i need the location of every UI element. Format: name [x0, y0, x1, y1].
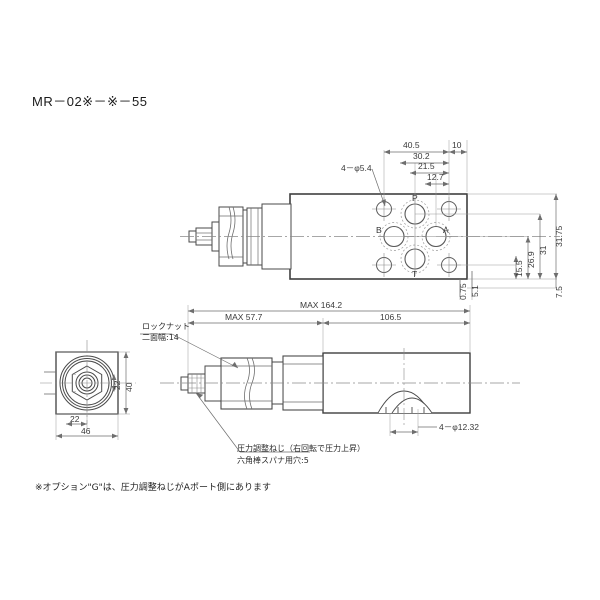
- callout-mounting-holes: 4－φ5.4: [341, 163, 372, 173]
- port-label-p: P: [412, 193, 418, 203]
- port-label-b: B: [376, 225, 382, 235]
- dim-end-46: 46: [81, 426, 91, 436]
- label-locknut-line2: 二面幅:14: [142, 333, 179, 342]
- dim-body-length: 106.5: [380, 312, 402, 322]
- dim-10: 10: [452, 140, 462, 150]
- page-title: MR－02※－※－55: [32, 94, 148, 109]
- port-label-t: T: [412, 269, 418, 279]
- note-adjust-line1: 圧力調整ねじ（右回転で圧力上昇）: [237, 444, 365, 453]
- dim-12-7: 12.7: [427, 172, 444, 182]
- dim-max-overall: MAX 164.2: [300, 300, 343, 310]
- dim-end-22-width: 22: [70, 414, 80, 424]
- dim-max-front: MAX 57.7: [225, 312, 263, 322]
- dim-30-2: 30.2: [413, 151, 430, 161]
- footnote: ※オプション"G"は、圧力調整ねじがAポート側にあります: [35, 483, 271, 493]
- dim-end-22-height: 22: [112, 380, 122, 390]
- label-locknut-line1: ロックナット: [142, 322, 190, 331]
- dim-21-5: 21.5: [418, 161, 435, 171]
- note-adjust-line2: 六角棒スパナ用穴:5: [237, 456, 309, 465]
- callout-port-holes: 4－φ12.32: [439, 422, 480, 432]
- dim-end-40: 40: [124, 382, 134, 392]
- port-label-a: A: [443, 225, 449, 235]
- dim-40-5: 40.5: [403, 140, 420, 150]
